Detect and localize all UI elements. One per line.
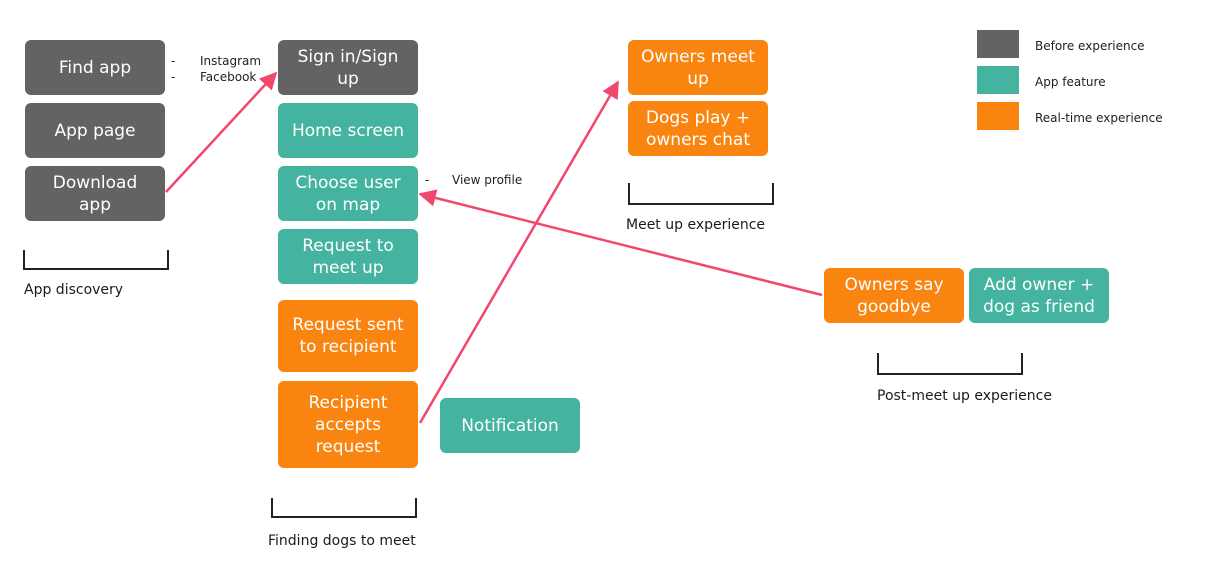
note-facebook: Facebook bbox=[200, 70, 257, 84]
note-dash-facebook: - bbox=[171, 70, 176, 84]
legend-label-realtime: Real-time experience bbox=[1035, 111, 1163, 125]
legend-swatch-before bbox=[977, 30, 1019, 58]
node-sign-in: Sign in/Sign up bbox=[278, 40, 418, 95]
node-find-app: Find app bbox=[25, 40, 165, 95]
node-dogs-play: Dogs play + owners chat bbox=[628, 101, 768, 156]
note-dash-instagram: - bbox=[171, 54, 176, 68]
node-notification: Notification bbox=[440, 398, 580, 453]
node-choose-user: Choose user on map bbox=[278, 166, 418, 221]
node-home-screen: Home screen bbox=[278, 103, 418, 158]
legend-swatch-feature bbox=[977, 66, 1019, 94]
bracket-meet-up bbox=[628, 183, 774, 205]
arrow-download-to-signin bbox=[165, 71, 278, 193]
arrow-goodbye-to-choose-user bbox=[418, 189, 823, 297]
caption-finding-dogs: Finding dogs to meet bbox=[268, 533, 416, 549]
node-owners-meet: Owners meet up bbox=[628, 40, 768, 95]
caption-meet-up: Meet up experience bbox=[626, 217, 766, 233]
arrow-accepts-to-owners-meet bbox=[418, 80, 620, 424]
node-app-page: App page bbox=[25, 103, 165, 158]
caption-app-discovery: App discovery bbox=[24, 282, 124, 298]
node-owners-goodbye: Owners say goodbye bbox=[824, 268, 964, 323]
node-download-app: Download app bbox=[25, 166, 165, 221]
note-instagram: Instagram bbox=[200, 54, 262, 68]
bracket-app-discovery bbox=[23, 250, 169, 270]
node-request-sent: Request sent to recipient bbox=[278, 300, 418, 372]
legend-swatch-realtime bbox=[977, 102, 1019, 130]
legend-label-before: Before experience bbox=[1035, 39, 1145, 53]
bracket-finding-dogs bbox=[271, 498, 417, 518]
node-recipient-accepts: Recipient accepts request bbox=[278, 381, 418, 468]
caption-post-meet: Post-meet up experience bbox=[877, 388, 1052, 404]
node-request-meet: Request to meet up bbox=[278, 229, 418, 284]
note-view-profile: View profile bbox=[452, 173, 523, 187]
bracket-post-meet bbox=[877, 353, 1023, 375]
note-dash-view-profile: - bbox=[425, 173, 430, 187]
legend-label-feature: App feature bbox=[1035, 75, 1106, 89]
node-add-friend: Add owner + dog as friend bbox=[969, 268, 1109, 323]
